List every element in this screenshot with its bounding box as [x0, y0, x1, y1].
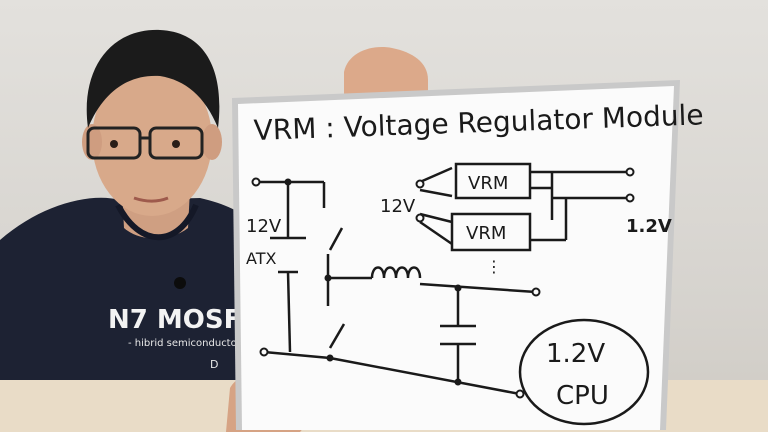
label-vrm-bottom: VRM: [466, 223, 506, 244]
label-more-vrms: ⋮: [486, 257, 502, 276]
label-cpu-voltage: 1.2V: [546, 339, 605, 369]
label-cpu: CPU: [556, 381, 609, 411]
face: [92, 64, 212, 216]
label-12v-input: 12V: [380, 196, 416, 217]
lapel-mic: [174, 277, 186, 289]
label-1-2v-output: 1.2V: [626, 216, 672, 237]
glasses: [86, 126, 204, 160]
terminal-dots: [251, 167, 635, 399]
label-atx: ATX: [246, 249, 276, 268]
right-eye: [172, 140, 180, 148]
shirt-small-mark: D: [210, 358, 218, 371]
shirt-logo-text: N7 MOSFE: [108, 305, 259, 335]
whiteboard: VRM : Voltage Regulator Module: [232, 80, 704, 430]
mouth: [133, 196, 169, 203]
hair: [86, 29, 220, 128]
shirt: [0, 197, 262, 380]
top-hand: [344, 47, 428, 102]
junction-dots: [284, 178, 462, 386]
shirt-subtitle: - hibrid semiconductor dev: [128, 338, 263, 349]
right-ear: [202, 124, 222, 160]
label-12v-left: 12V: [246, 216, 282, 237]
collar: [115, 203, 199, 241]
left-eye: [110, 140, 118, 148]
circuit-diagram: [256, 162, 650, 426]
label-vrm-top: VRM: [468, 173, 508, 194]
